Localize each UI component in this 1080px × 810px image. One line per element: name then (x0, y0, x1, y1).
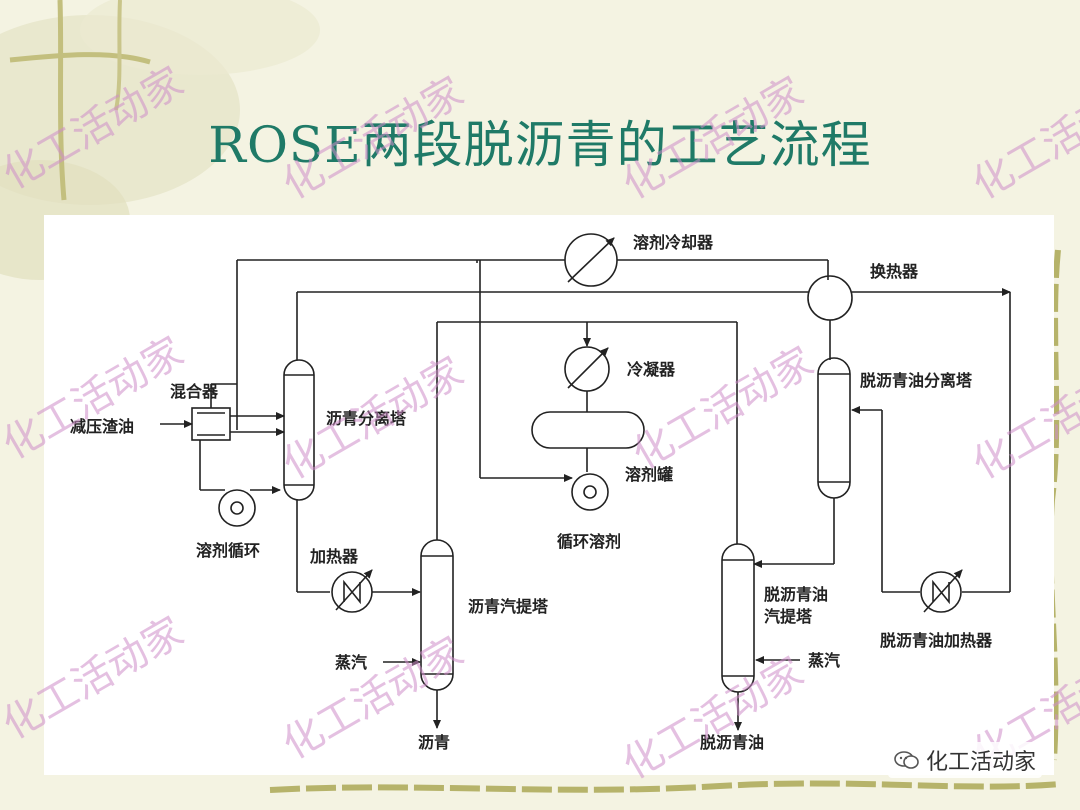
dao-separator-column (817, 357, 851, 499)
label-dao-separator: 脱沥青油分离塔 (860, 371, 973, 390)
label-mixer: 混合器 (170, 382, 219, 401)
label-circulating-solvent: 循环溶剂 (557, 532, 621, 551)
dao-heater-arrow (923, 569, 963, 613)
label-asphalt-stripper: 沥青汽提塔 (468, 597, 549, 616)
solvent-circulation-pump (218, 489, 256, 527)
dao-heater (920, 571, 962, 613)
heat-exchanger (807, 275, 853, 321)
label-heat-exchanger: 换热器 (870, 262, 919, 281)
asphalt-stripper-column (420, 539, 454, 691)
dao-stripper-column (721, 543, 755, 693)
solvent-tank (531, 411, 645, 449)
badge-text: 化工活动家 (925, 750, 1036, 775)
source-badge: 化工活动家 (887, 742, 1042, 778)
label-dao-stripper-1: 脱沥青油 (764, 585, 828, 604)
wechat-icon (894, 751, 919, 769)
slide-title: ROSE两段脱沥青的工艺流程 (208, 116, 872, 174)
label-steam-right: 蒸汽 (808, 651, 840, 670)
asphalt-separator-column (283, 359, 315, 501)
label-solvent-tank: 溶剂罐 (625, 465, 673, 484)
label-vacuum-residue: 减压渣油 (70, 417, 134, 436)
solvent-cooler-arrow (567, 237, 615, 283)
condenser-arrow (567, 347, 609, 389)
label-condenser: 冷凝器 (627, 360, 676, 379)
circ-pump-hub (583, 485, 597, 499)
diagram-panel (44, 215, 1054, 775)
solvent-cooler (564, 233, 618, 287)
label-dao-product: 脱沥青油 (700, 733, 764, 752)
label-solvent-cooler: 溶剂冷却器 (633, 233, 714, 252)
circulating-solvent-pump (571, 473, 609, 511)
label-dao-stripper-2: 汽提塔 (764, 607, 813, 626)
label-dao-heater: 脱沥青油加热器 (880, 631, 993, 650)
pump-hub (230, 501, 244, 515)
label-heater: 加热器 (309, 547, 359, 566)
label-steam-left: 蒸汽 (335, 653, 367, 672)
label-asphalt-separator: 沥青分离塔 (326, 409, 407, 428)
heater-arrow (335, 569, 373, 611)
label-asphalt-product: 沥青 (418, 733, 450, 752)
dao-heater-coil (932, 579, 950, 605)
label-solvent-circulation: 溶剂循环 (196, 541, 260, 560)
